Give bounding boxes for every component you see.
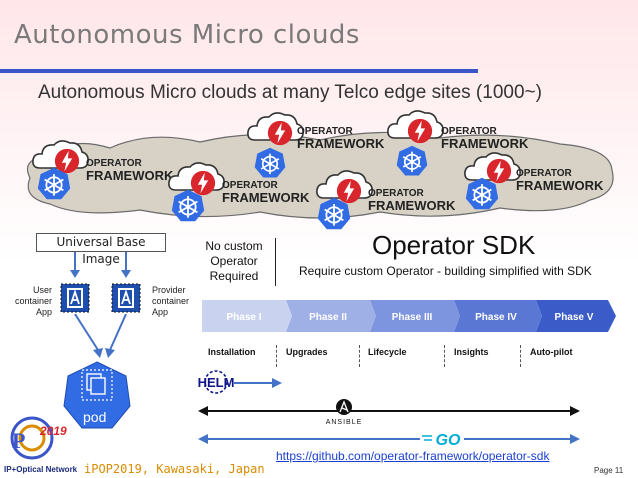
capability-autopilot: Auto-pilot [530, 347, 573, 357]
phase-label-1: Phase I [226, 312, 261, 323]
slide-title: Autonomous Micro clouds [14, 20, 360, 50]
page-number: Page 11 [594, 466, 624, 475]
phase-chevron-bar: Phase I Phase II Phase III Phase IV Phas… [202, 300, 616, 332]
capability-divider [276, 345, 277, 367]
user-container-label: User container App [14, 285, 52, 317]
kubernetes-icon [464, 176, 500, 212]
redhat-icon [407, 118, 433, 144]
operator-label: OPERATOR [516, 168, 572, 179]
provider-container-label: Provider container App [152, 285, 190, 317]
phase-segment-2 [286, 300, 376, 332]
framework-label: FRAMEWORK [516, 178, 604, 193]
title-underline [0, 69, 478, 73]
phase-label-4: Phase IV [475, 312, 517, 323]
capability-insights: Insights [454, 347, 489, 357]
logo-year: 2019 [39, 424, 67, 438]
operator-sdk-github-link[interactable]: https://github.com/operator-framework/op… [276, 449, 550, 463]
slide-subtitle: Autonomous Micro clouds at many Telco ed… [38, 82, 542, 103]
ansible-label: ANSIBLE [326, 419, 363, 426]
require-custom-operator-text: Require custom Operator - building simpl… [299, 264, 592, 278]
pod-label: pod [83, 409, 107, 425]
container-to-pod-arrows [74, 314, 127, 358]
phase-segment-5 [536, 300, 616, 332]
kubernetes-icon [36, 166, 72, 202]
capability-installation: Installation [208, 347, 256, 357]
no-custom-operator-text: No custom Operator Required [205, 239, 263, 283]
go-arrow: GO [198, 429, 580, 449]
capability-divider [520, 345, 521, 367]
operator-framework-group-5: OPERATOR FRAMEWORK [314, 168, 464, 238]
helm-logo: HELM [198, 370, 282, 394]
framework-label: FRAMEWORK [368, 198, 456, 213]
framework-label: FRAMEWORK [297, 136, 385, 151]
framework-label: FRAMEWORK [441, 136, 529, 151]
operator-label: OPERATOR [222, 180, 278, 191]
operator-framework-group-4: OPERATOR FRAMEWORK [166, 160, 316, 230]
kubernetes-icon [170, 188, 206, 224]
phase-label-2: Phase II [309, 312, 347, 323]
phase-segment-3 [370, 300, 460, 332]
redhat-icon [267, 120, 293, 146]
operator-label: OPERATOR [297, 126, 353, 137]
capability-lifecycle: Lifecycle [368, 347, 407, 357]
pod-icon [63, 361, 131, 429]
user-container-icon [60, 283, 90, 313]
operator-label: OPERATOR [86, 158, 142, 169]
provider-container-icon [111, 283, 141, 313]
framework-label: FRAMEWORK [86, 168, 174, 183]
operator-framework-group-3: OPERATOR FRAMEWORK [30, 138, 180, 208]
capability-divider [444, 345, 445, 367]
operator-label: OPERATOR [441, 126, 497, 137]
ansible-arrow: ANSIBLE [198, 399, 580, 426]
divider-line [275, 238, 276, 286]
logo-network-text: IP+Optical Network [4, 465, 78, 474]
helm-label: HELM [198, 375, 235, 390]
operator-framework-group-6: OPERATOR FRAMEWORK [462, 150, 612, 220]
svg-text:P: P [12, 428, 25, 453]
operator-label: OPERATOR [368, 188, 424, 199]
capability-divider [359, 345, 360, 367]
kubernetes-icon [316, 196, 352, 232]
phase-segment-4 [454, 300, 542, 332]
phase-label-3: Phase III [392, 312, 433, 323]
operator-framework-group-2: OPERATOR FRAMEWORK [385, 108, 535, 178]
ipop-logo: P 2019 IP+Optical Network [4, 416, 78, 474]
framework-label: FRAMEWORK [222, 190, 310, 205]
universal-base-image-box: Universal Base Image [36, 233, 166, 266]
capability-upgrades: Upgrades [286, 347, 328, 357]
phase-segment-1 [202, 300, 292, 332]
base-image-arrows [70, 252, 131, 278]
operator-framework-group-1: OPERATOR FRAMEWORK [245, 110, 395, 180]
go-label: GO [436, 432, 461, 449]
operator-sdk-title: Operator SDK [372, 230, 536, 260]
event-footer: iPOP2019, Kawasaki, Japan [84, 462, 265, 476]
phase-label-5: Phase V [555, 312, 594, 323]
